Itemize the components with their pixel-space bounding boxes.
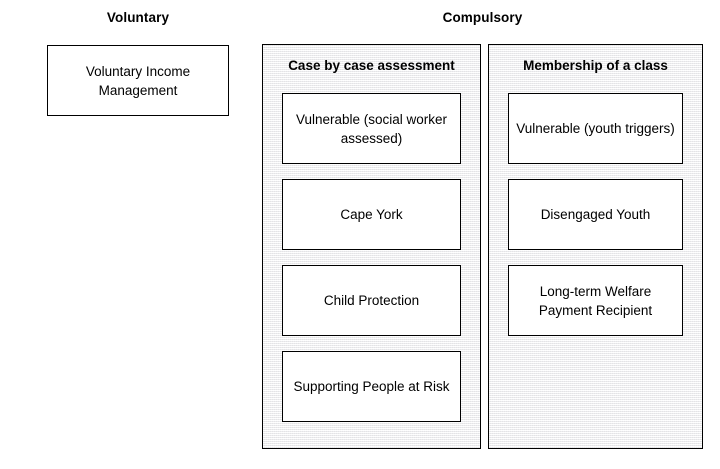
item-label: Vulnerable (youth triggers) (516, 121, 675, 136)
item-box-vulnerable-youth-triggers: Vulnerable (youth triggers) (508, 93, 683, 164)
group-title-case-by-case-assessment: Case by case assessment (288, 58, 455, 73)
heading-compulsory: Compulsory (442, 10, 523, 25)
item-box-disengaged-youth: Disengaged Youth (508, 179, 683, 250)
item-label: Cape York (340, 207, 403, 222)
item-box-child-protection: Child Protection (282, 265, 461, 336)
item-label: Long-term Welfare Payment Recipient (538, 283, 653, 318)
group-items-case-by-case: Vulnerable (social worker assessed) Cape… (282, 93, 461, 422)
item-label: Supporting People at Risk (293, 379, 450, 394)
item-label: Vulnerable (social worker assessed) (295, 111, 448, 146)
item-box-supporting-people-at-risk: Supporting People at Risk (282, 351, 461, 422)
voluntary-income-management-box: Voluntary Income Management (47, 45, 229, 116)
item-box-vulnerable-social-worker: Vulnerable (social worker assessed) (282, 93, 461, 164)
group-membership-of-a-class: Membership of a class Vulnerable (youth … (488, 44, 703, 449)
item-label: Disengaged Youth (540, 207, 651, 222)
heading-voluntary: Voluntary (106, 10, 170, 25)
group-case-by-case-assessment: Case by case assessment Vulnerable (soci… (262, 44, 481, 449)
voluntary-income-management-label: Voluntary Income Management (85, 63, 191, 98)
item-box-cape-york: Cape York (282, 179, 461, 250)
group-title-membership-of-a-class: Membership of a class (523, 58, 668, 73)
group-items-membership: Vulnerable (youth triggers) Disengaged Y… (508, 93, 683, 336)
item-label: Child Protection (323, 293, 420, 308)
item-box-long-term-welfare-payment-recipient: Long-term Welfare Payment Recipient (508, 265, 683, 336)
